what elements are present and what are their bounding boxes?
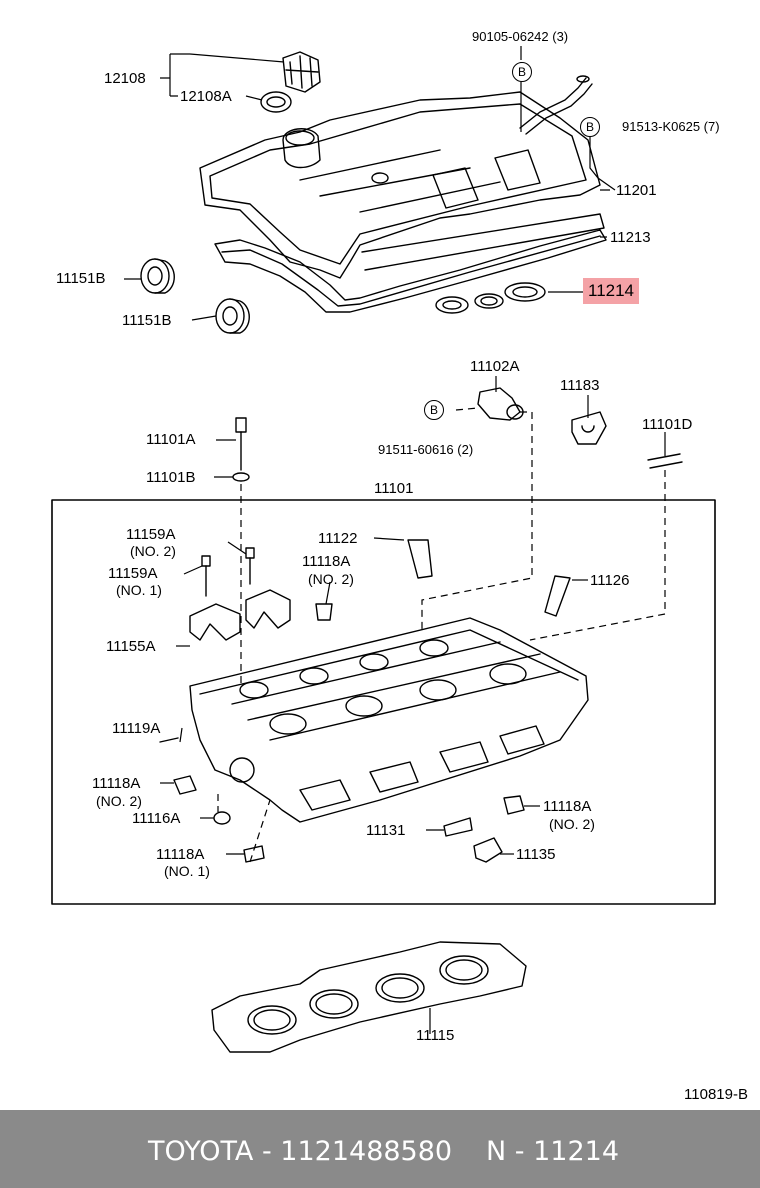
bearing-caps bbox=[189, 589, 291, 641]
label-11126: 11126 bbox=[590, 572, 630, 589]
diagram-reference-code: 110819-B bbox=[684, 1086, 748, 1103]
label-11118a-right-sub: (NO. 2) bbox=[549, 816, 595, 832]
label-11183: 11183 bbox=[560, 377, 600, 394]
label-11115: 11115 bbox=[416, 1027, 455, 1044]
oil-filler-cap bbox=[260, 51, 321, 113]
sensor-parts bbox=[477, 387, 607, 445]
label-11159a-no2: 11159A bbox=[126, 526, 176, 543]
label-12108: 12108 bbox=[104, 70, 146, 87]
label-11102a: 11102A bbox=[470, 358, 520, 375]
label-12108a: 12108A bbox=[180, 88, 232, 105]
cylinder-head bbox=[189, 617, 589, 823]
label-11151b-top: 11151B bbox=[56, 270, 106, 287]
parts-diagram bbox=[51, 46, 716, 1053]
cylinder-head-cover bbox=[199, 75, 601, 279]
leader-lines bbox=[124, 46, 666, 1034]
label-11213: 11213 bbox=[610, 229, 651, 246]
label-11118a-no1: 11118A bbox=[156, 846, 205, 863]
label-11131: 11131 bbox=[366, 822, 406, 839]
label-11122: 11122 bbox=[318, 530, 358, 547]
label-11135: 11135 bbox=[516, 846, 556, 863]
label-11151b-bottom: 11151B bbox=[122, 312, 172, 329]
bubble-b-3: B bbox=[424, 400, 444, 420]
label-11159a-no2-sub: (NO. 2) bbox=[130, 543, 176, 559]
label-91511-60616: 91511-60616 (2) bbox=[378, 442, 474, 457]
label-11159a-no1-sub: (NO. 1) bbox=[116, 582, 162, 598]
label-11101: 11101 bbox=[374, 480, 414, 497]
footer-diagram-ref: N - 11214 bbox=[486, 1136, 619, 1167]
label-11118a-upper-sub: (NO. 2) bbox=[308, 571, 354, 587]
label-11101a: 11101A bbox=[146, 431, 196, 448]
label-11101d: 11101D bbox=[642, 416, 693, 433]
dashed-leaders bbox=[217, 62, 666, 863]
footer-bar: TOYOTA - 1121488580 N - 11214 bbox=[0, 1110, 760, 1188]
footer-part-number: TOYOTA - 1121488580 bbox=[148, 1136, 453, 1167]
cover-gasket bbox=[214, 213, 607, 313]
label-11118a-left-sub: (NO. 2) bbox=[96, 793, 142, 809]
label-11214-highlighted: 11214 bbox=[583, 278, 640, 304]
label-11119a: 11119A bbox=[112, 720, 161, 737]
plug-tube-gaskets bbox=[435, 282, 546, 314]
label-11116a: 11116A bbox=[132, 810, 181, 827]
bubble-b-1: B bbox=[512, 62, 532, 82]
label-11118a-right: 11118A bbox=[543, 798, 592, 815]
label-11101b: 11101B bbox=[146, 469, 196, 486]
small-parts bbox=[159, 737, 525, 863]
label-11201: 11201 bbox=[616, 182, 657, 199]
bubble-b-2: B bbox=[580, 117, 600, 137]
head-gasket bbox=[211, 941, 527, 1053]
label-91513-k0625: 91513-K0625 (7) bbox=[622, 119, 720, 134]
label-11159a-no1: 11159A bbox=[108, 565, 158, 582]
label-11155a: 11155A bbox=[106, 638, 156, 655]
label-11118a-no1-sub: (NO. 1) bbox=[164, 863, 210, 879]
label-11118a-upper: 11118A bbox=[302, 553, 351, 570]
assembly-frame bbox=[51, 499, 716, 905]
label-11118a-left: 11118A bbox=[92, 775, 141, 792]
label-90105-06242: 90105-06242 (3) bbox=[472, 29, 569, 44]
